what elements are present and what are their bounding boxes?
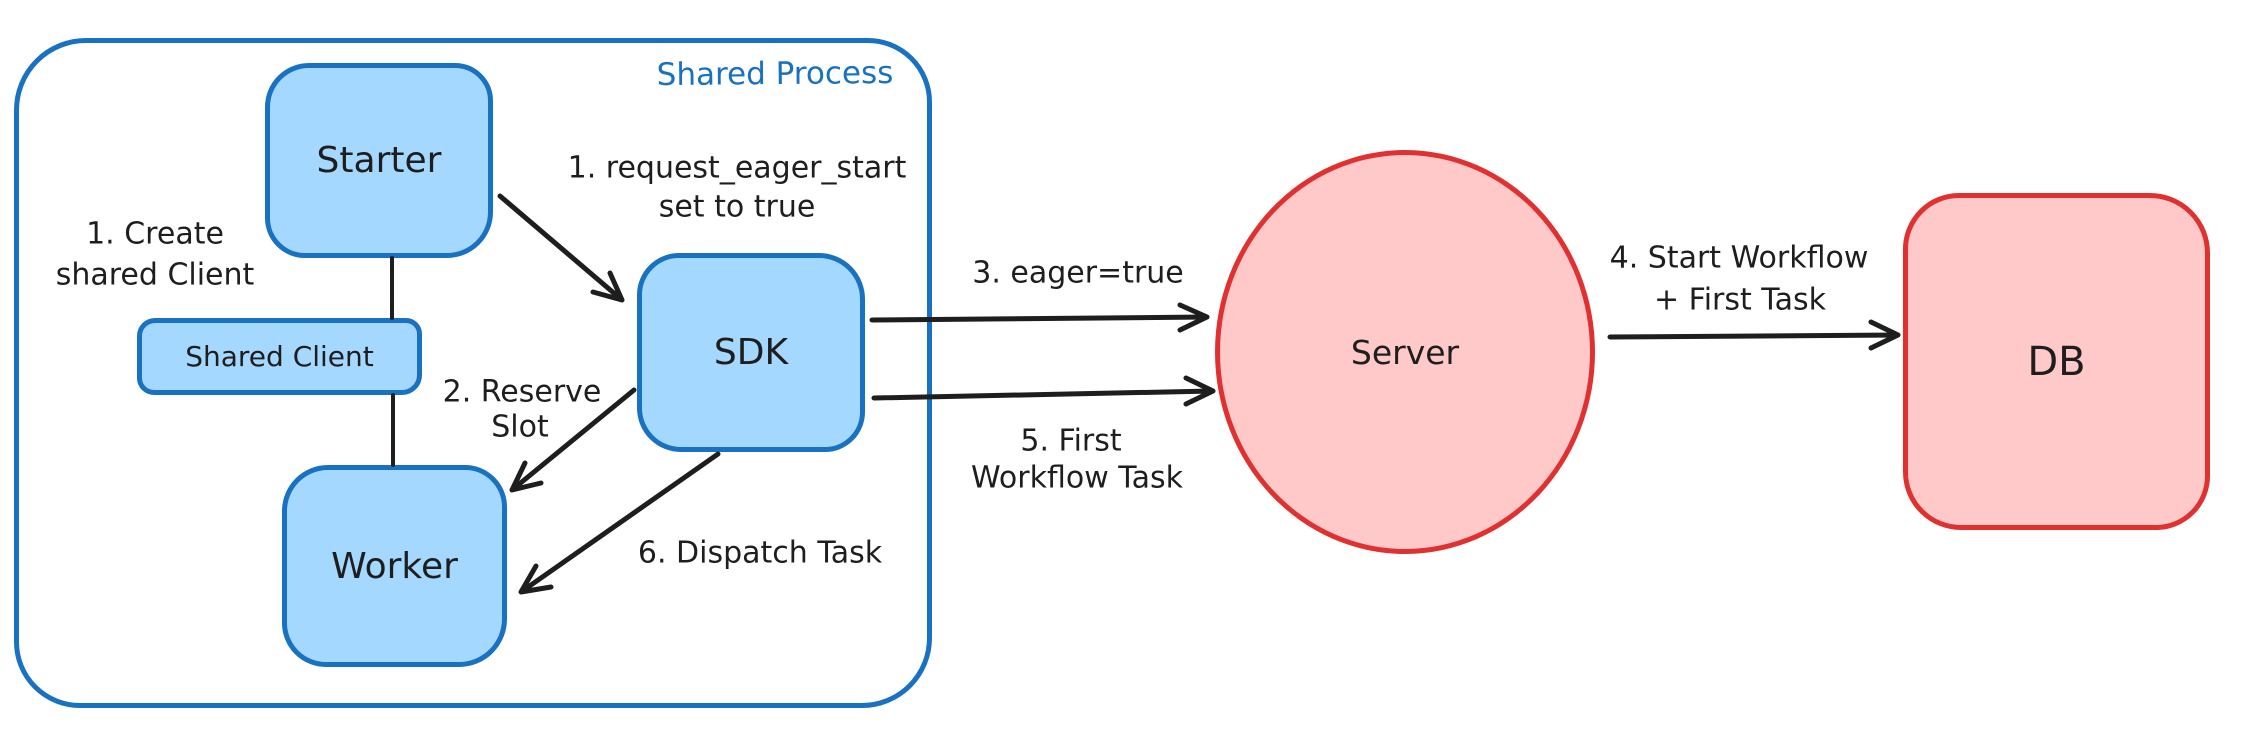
shared-process-label: Shared Process xyxy=(656,54,894,94)
node-sdk-label: SDK xyxy=(713,332,789,373)
node-starter: Starter xyxy=(265,63,493,258)
node-db: DB xyxy=(1903,193,2210,530)
node-worker: Worker xyxy=(282,465,507,667)
annotation-create-client-line1: 1. Create xyxy=(86,216,224,252)
arrow-server-to-db xyxy=(1607,319,1901,351)
annotation-start-workflow-line2: + First Task xyxy=(1653,282,1827,318)
annotation-reserve-slot-line1: 2. Reserve xyxy=(442,374,602,410)
node-sdk: SDK xyxy=(637,253,865,452)
annotation-request-eager-line1: 1. request_eager_start xyxy=(567,150,907,186)
node-worker-label: Worker xyxy=(331,545,458,587)
shared-process-container xyxy=(14,38,932,708)
node-db-label: DB xyxy=(2027,338,2086,385)
node-shared-client: Shared Client xyxy=(137,318,422,395)
node-starter-label: Starter xyxy=(316,140,442,181)
annotation-create-client-line2: shared Client xyxy=(55,257,255,293)
annotation-request-eager-line2: set to true xyxy=(658,189,816,225)
node-server-label: Server xyxy=(1350,332,1460,372)
annotation-eager-true: 3. eager=true xyxy=(972,255,1184,291)
annotation-start-workflow-line1: 4. Start Workflow xyxy=(1609,240,1869,276)
node-shared-client-label: Shared Client xyxy=(185,340,374,373)
annotation-first-task-line2: Workflow Task xyxy=(970,460,1184,496)
annotation-reserve-slot-line2: Slot xyxy=(491,409,549,445)
annotation-first-task-line1: 5. First xyxy=(1020,423,1122,459)
node-server: Server xyxy=(1215,150,1595,554)
annotation-dispatch-task: 6. Dispatch Task xyxy=(637,535,883,571)
